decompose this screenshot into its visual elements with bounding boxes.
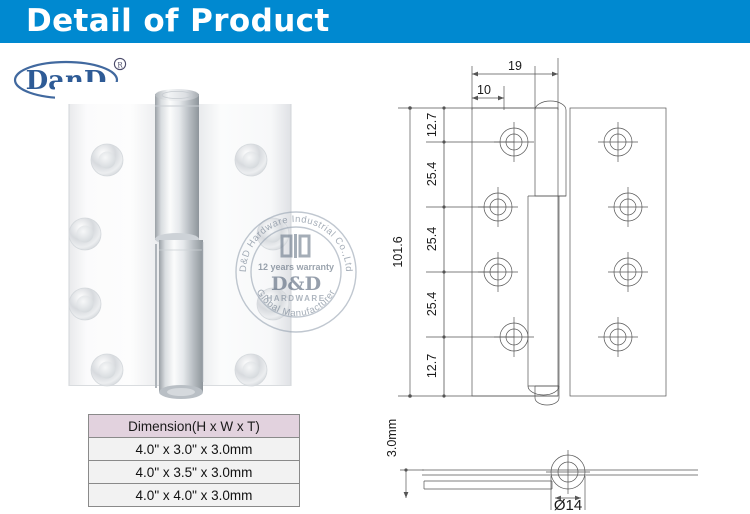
- page-title: Detail of Product: [26, 3, 330, 39]
- dim-seg-3: 25.4: [425, 227, 439, 251]
- watermark-seal: D&D Hardware Industrial Co.,Ltd Global M…: [232, 208, 360, 336]
- dim-seg-top: 12.7: [425, 113, 439, 137]
- drawing-screw-hole: [608, 252, 648, 292]
- dimension-cell: 4.0" x 4.0" x 3.0mm: [88, 483, 300, 507]
- table-row: 4.0" x 3.5" x 3.0mm: [88, 460, 300, 484]
- seal-brand-sub: HARDWARE: [266, 294, 325, 303]
- dim-width-inner: 10: [477, 83, 491, 97]
- dim-hole-diameter: Ø14: [554, 497, 582, 514]
- banner-divider: [0, 43, 750, 46]
- table-header-row: Dimension(H x W x T): [88, 414, 300, 438]
- screw-hole: [68, 287, 102, 321]
- header-banner: Detail of Product: [0, 0, 750, 43]
- screw-hole: [234, 143, 268, 177]
- table-row: 4.0" x 3.0" x 3.0mm: [88, 437, 300, 461]
- product-photo: [55, 82, 305, 412]
- dimension-cell: 4.0" x 3.0" x 3.0mm: [88, 437, 300, 461]
- dim-seg-2: 25.4: [425, 162, 439, 186]
- screw-hole: [90, 143, 124, 177]
- seal-hinge-icon: [280, 234, 311, 258]
- dimension-table: Dimension(H x W x T) 4.0" x 3.0" x 3.0mm…: [88, 414, 300, 507]
- dim-seg-4: 25.4: [425, 292, 439, 316]
- dim-seg-bottom: 12.7: [425, 354, 439, 378]
- dim-height-total: 101.6: [391, 236, 405, 267]
- dim-thickness: 3.0mm: [385, 419, 399, 457]
- registered-trademark-icon: R: [117, 62, 123, 70]
- technical-drawing: 19 10 101.6 12.7 25.4 25.4 25.4 12.7 3.0…: [380, 46, 750, 514]
- screw-hole: [90, 353, 124, 387]
- seal-brand: D&D: [271, 273, 321, 295]
- drawing-screw-hole: [608, 187, 648, 227]
- dim-width-total: 19: [508, 59, 522, 73]
- table-row: 4.0" x 4.0" x 3.0mm: [88, 483, 300, 507]
- drawing-screw-hole: [598, 122, 638, 162]
- screw-hole: [234, 353, 268, 387]
- table-header-cell: Dimension(H x W x T): [88, 414, 300, 438]
- screw-hole: [68, 217, 102, 251]
- dimension-cell: 4.0" x 3.5" x 3.0mm: [88, 460, 300, 484]
- seal-warranty-text: 12 years warranty: [258, 262, 334, 272]
- drawing-screw-hole: [598, 317, 638, 357]
